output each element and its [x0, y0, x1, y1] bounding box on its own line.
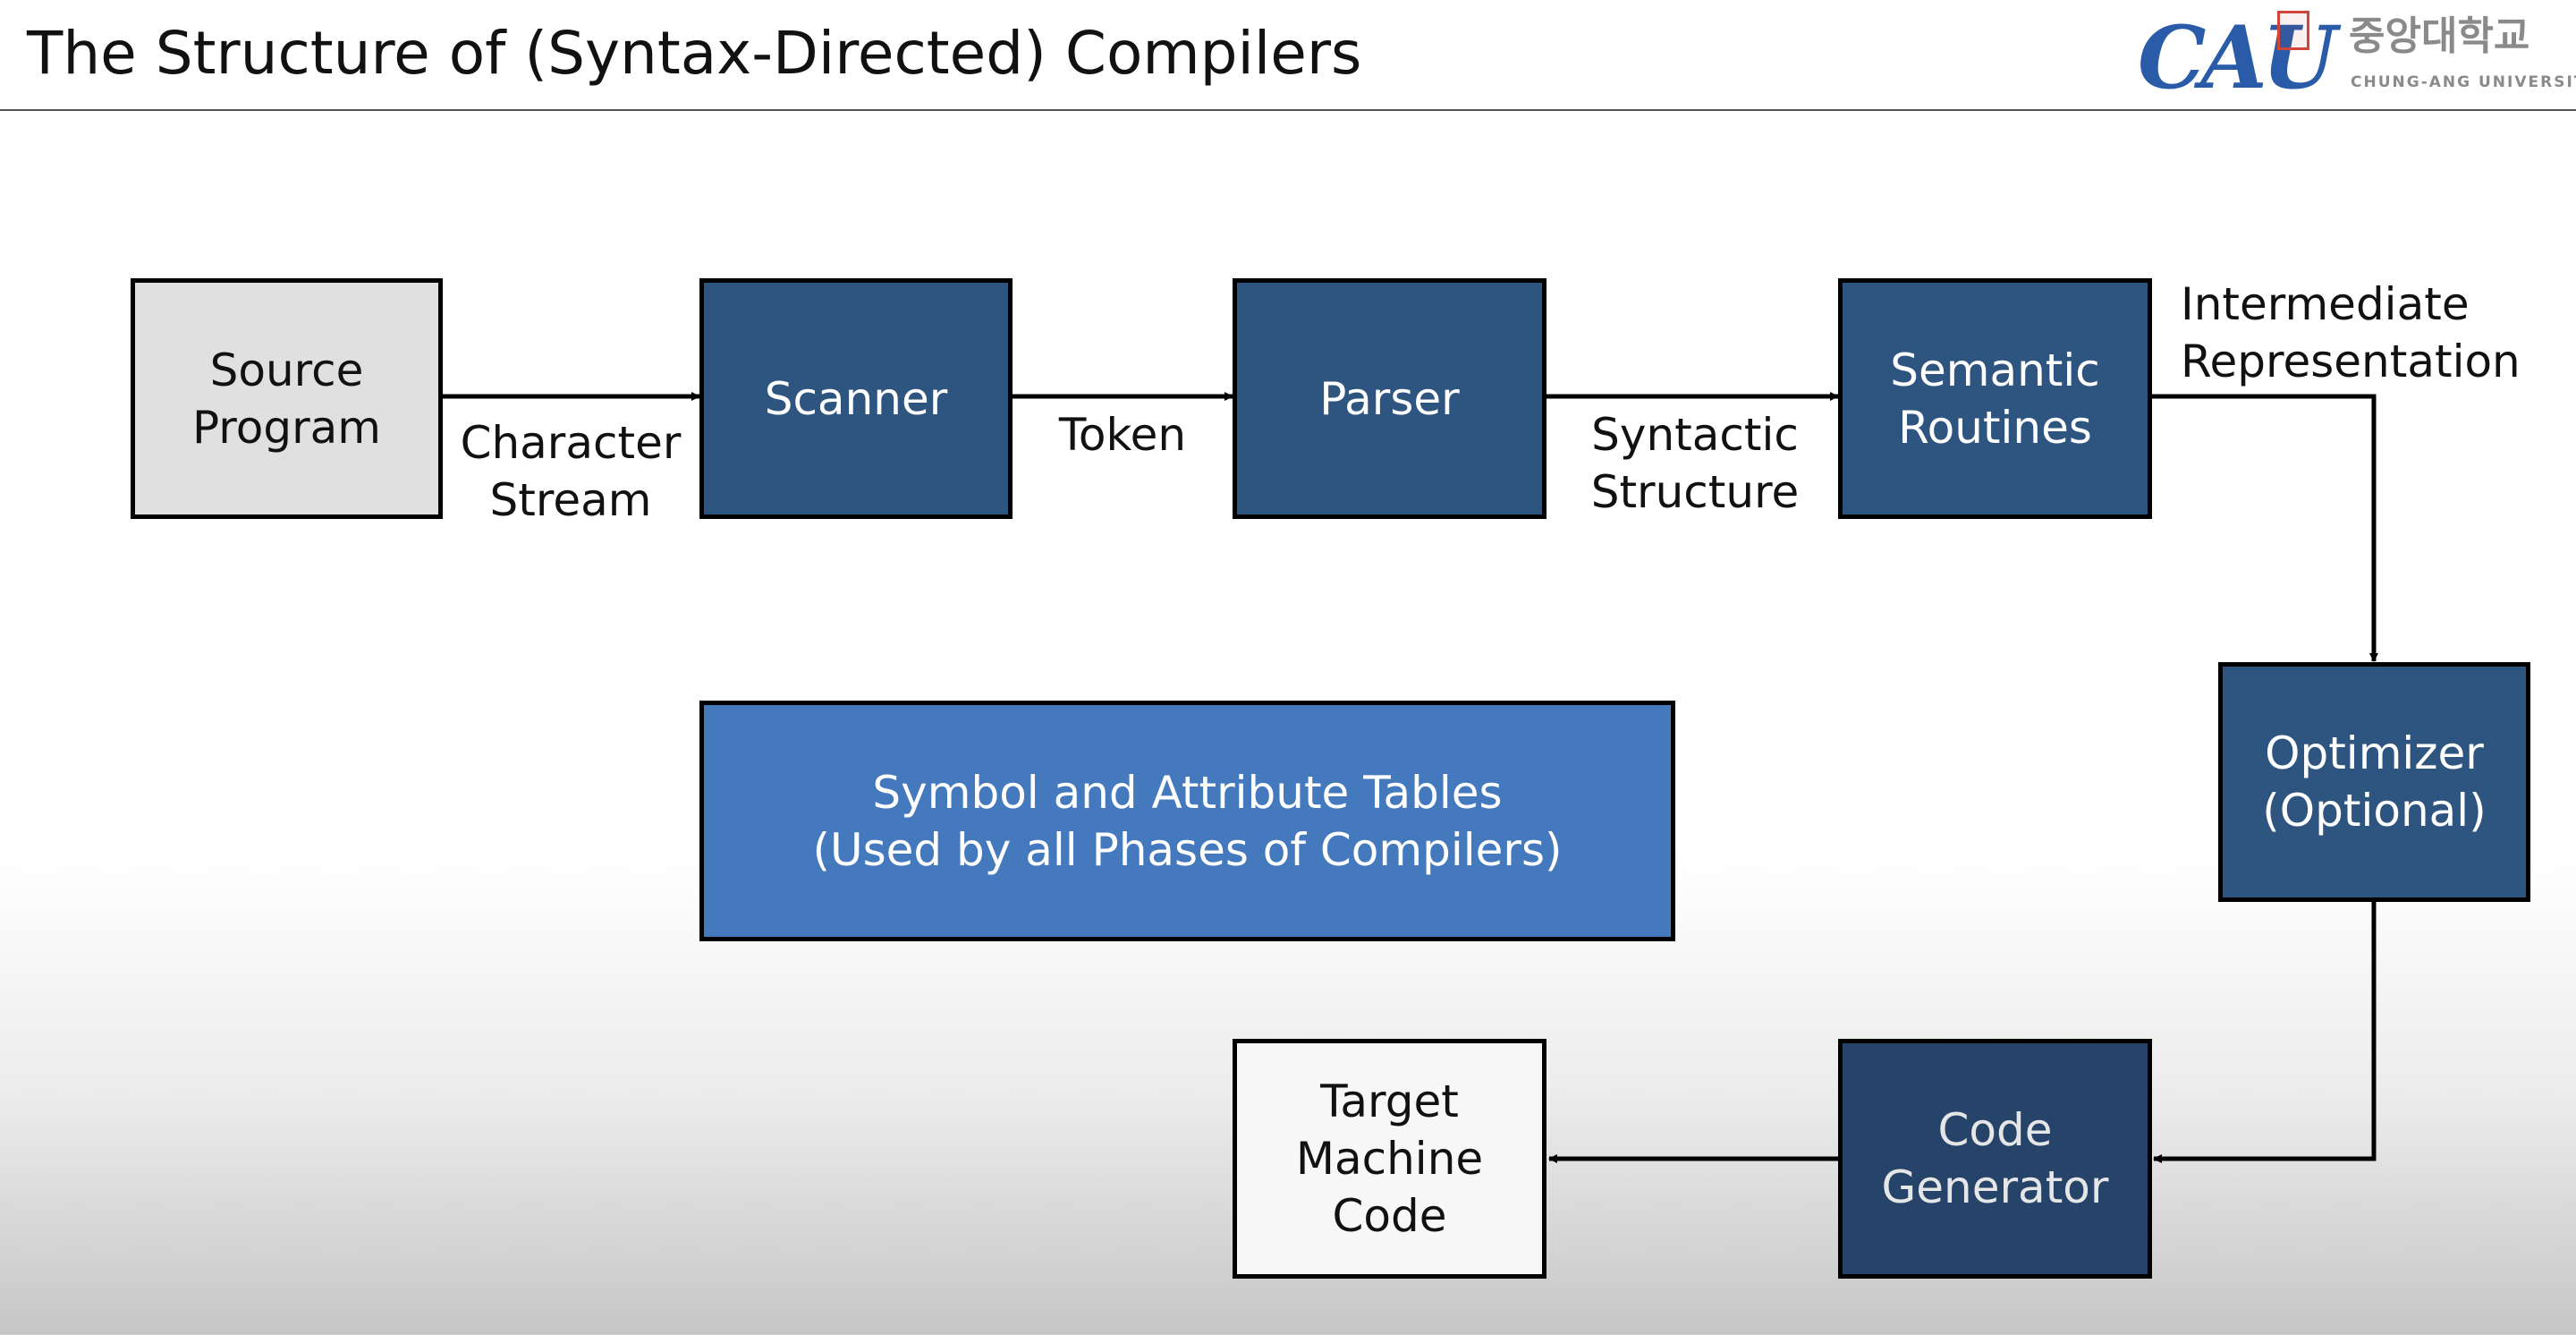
label-syntactic-structure: Syntactic Structure [1590, 409, 1800, 518]
arrow-semantic-to-optimizer [2150, 394, 2378, 662]
university-logo: CAU 중앙대학교 CHUNG-ANG UNIVERSITY [2138, 5, 2576, 108]
source-program-box: Source Program [131, 278, 443, 519]
target-machine-code-box: Target Machine Code [1233, 1039, 1546, 1279]
scanner-box: Scanner [699, 278, 1013, 519]
parser-box: Parser [1233, 278, 1546, 519]
semantic-routines-box: Semantic Routines [1838, 278, 2152, 519]
slide-title: The Structure of (Syntax-Directed) Compi… [27, 19, 1362, 88]
slide-header: The Structure of (Syntax-Directed) Compi… [0, 0, 2576, 111]
optimizer-box: Optimizer (Optional) [2218, 662, 2530, 902]
symbol-attribute-tables-box: Symbol and Attribute Tables (Used by all… [699, 701, 1675, 941]
label-token: Token [1058, 409, 1187, 461]
logo-korean-name: 중앙대학교 [2349, 13, 2530, 59]
label-intermediate-representation: Intermediate Representation [2181, 278, 2521, 387]
logo-english-name: CHUNG-ANG UNIVERSITY [2351, 73, 2576, 91]
logo-wordmark: CAU [2138, 7, 2337, 108]
label-character-stream: Character Stream [460, 417, 682, 526]
logo-mark-icon [2277, 11, 2309, 50]
code-generator-box: Code Generator [1838, 1039, 2152, 1279]
arrow-optimizer-to-codegen [2153, 900, 2377, 1163]
